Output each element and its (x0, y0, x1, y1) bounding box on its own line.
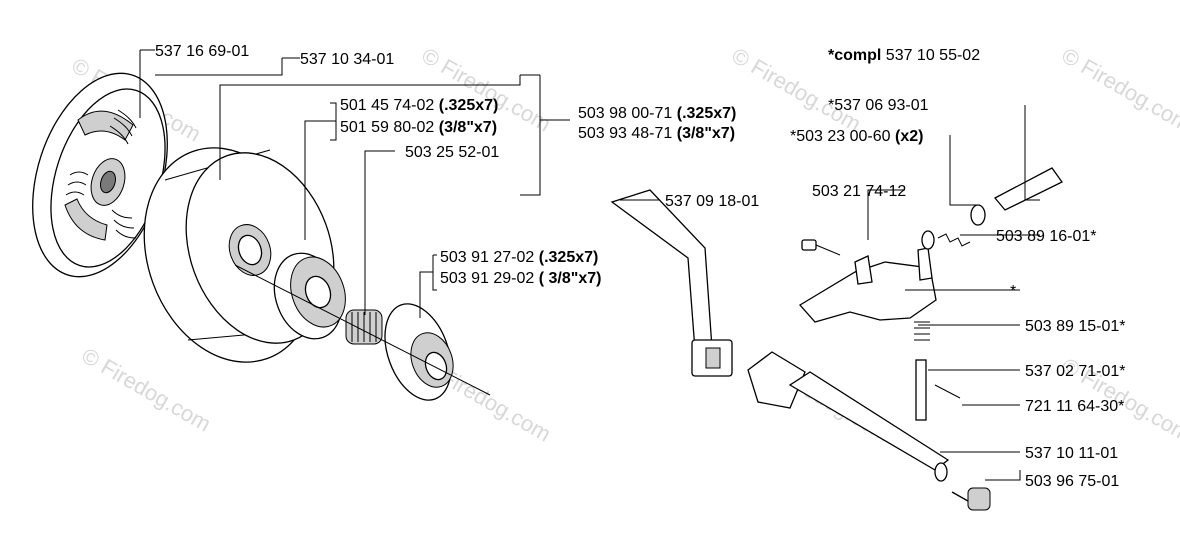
small-screw-503-21-74-12 (801, 239, 841, 256)
spur-sprocket (384, 303, 454, 401)
clutch-shoe-assembly (32, 72, 168, 278)
compl-prefix: *compl (828, 47, 881, 64)
label-501-45-74-02: 501 45 74-02 (.325x7) (340, 97, 498, 114)
pump-shaft-and-springs (914, 167, 1063, 421)
size-spec: (.325x7) (539, 249, 599, 266)
size-spec: (3/8"x7) (439, 119, 497, 136)
part-number: 537 10 55-02 (881, 47, 980, 64)
label-503-96-75-01: 503 96 75-01 (1025, 473, 1119, 490)
label-503-25-52-01: 503 25 52-01 (405, 144, 499, 161)
adjustment-screw (951, 487, 991, 511)
label-537-16-69-01: 537 16 69-01 (155, 43, 249, 60)
crankshaft-axis-line (234, 264, 491, 396)
label-721-11-64-30: 721 11 64-30* (1025, 398, 1124, 415)
label-503-89-15-01: 503 89 15-01* (1025, 318, 1126, 335)
watermark: © Firedog.com (1058, 43, 1180, 137)
size-spec: ( 3/8"x7) (539, 270, 602, 287)
label-compl-537-10-55-02: *compl 537 10 55-02 (828, 47, 980, 64)
label-537-06-93-01: *537 06 93-01 (828, 97, 929, 114)
part-number: 503 93 48-71 (578, 125, 677, 142)
part-labels: 537 16 69-01 537 10 34-01 501 45 74-02 (… (155, 43, 1126, 490)
part-number: *503 23 00-60 (790, 128, 895, 145)
label-537-02-71-01: 537 02 71-01* (1025, 363, 1126, 380)
size-spec: (.325x7) (439, 97, 499, 114)
label-537-09-18-01: 537 09 18-01 (665, 193, 759, 210)
label-537-10-34-01: 537 10 34-01 (300, 51, 394, 68)
label-537-10-11-01: 537 10 11-01 (1025, 445, 1118, 462)
part-number: 503 91 27-02 (440, 249, 539, 266)
label-503-91-29-02: 503 91 29-02 ( 3/8"x7) (440, 270, 601, 287)
worm-gear-shaft (747, 351, 950, 482)
needle-bearing (345, 309, 383, 345)
pump-housing (798, 247, 937, 323)
label-503-89-16-01: 503 89 16-01* (996, 228, 1097, 245)
part-number: 503 98 00-71 (578, 105, 677, 122)
brake-lever (610, 189, 733, 377)
label-503-93-48-71: 503 93 48-71 (3/8"x7) (578, 125, 735, 142)
size-spec: (.325x7) (677, 105, 737, 122)
part-number: 501 59 80-02 (340, 119, 439, 136)
quantity: (x2) (895, 128, 923, 145)
part-number: 501 45 74-02 (340, 97, 439, 114)
label-star: * (1010, 283, 1016, 300)
label-503-91-27-02: 503 91 27-02 (.325x7) (440, 249, 598, 266)
part-number: 503 91 29-02 (440, 270, 539, 287)
size-spec: (3/8"x7) (677, 125, 735, 142)
label-503-98-00-71: 503 98 00-71 (.325x7) (578, 105, 736, 122)
watermark: © Firedog.com (78, 343, 216, 437)
label-503-21-74-12: 503 21 74-12 (812, 183, 906, 200)
label-501-59-80-02: 501 59 80-02 (3/8"x7) (340, 119, 497, 136)
rim-sprocket (273, 252, 346, 340)
leader-lines (139, 49, 1040, 481)
label-503-23-00-60: *503 23 00-60 (x2) (790, 128, 923, 145)
